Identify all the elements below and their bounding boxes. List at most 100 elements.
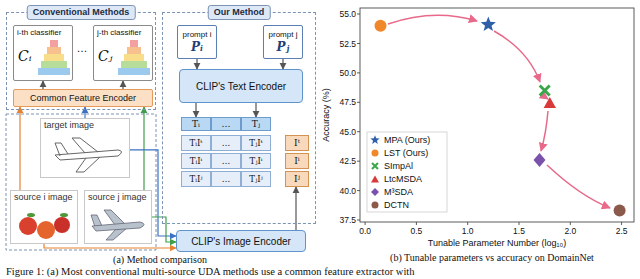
image-feature: Iⁱ bbox=[285, 153, 309, 169]
image-frame: source j image bbox=[84, 190, 152, 244]
connector bbox=[44, 244, 176, 248]
similarity-cell: … bbox=[211, 171, 241, 187]
text-feature: Tⱼ bbox=[241, 117, 271, 131]
node-label: j-th classifier bbox=[97, 28, 141, 38]
encoder-box: CLIP's Text Encoder bbox=[179, 69, 303, 103]
node-label: Iʲ bbox=[294, 174, 300, 185]
node-label: Iᵗ bbox=[294, 138, 300, 149]
node-symbol: Pⱼ bbox=[277, 40, 290, 54]
image-frame: target image bbox=[40, 118, 130, 178]
similarity-cell: TⱼIʲ bbox=[241, 171, 271, 187]
tick-label: 2.0 bbox=[558, 225, 582, 237]
node-label: prompt i bbox=[183, 30, 212, 40]
tick-label: 42.5 bbox=[332, 155, 356, 167]
node-label: TᵢIⁱ bbox=[190, 156, 202, 167]
connector bbox=[84, 107, 85, 118]
similarity-cell: … bbox=[211, 135, 241, 151]
tick-label: 50.0 bbox=[332, 67, 356, 79]
connector bbox=[196, 59, 197, 69]
node-label: Our Method bbox=[208, 5, 271, 20]
image-feature: Iʲ bbox=[285, 171, 309, 187]
image-panel bbox=[6, 114, 156, 250]
method-panel: Our Methodprompt iPᵢprompt jPⱼCLIP's Tex… bbox=[162, 12, 316, 224]
legend-frame bbox=[367, 132, 447, 212]
connector bbox=[19, 107, 20, 190]
connector bbox=[195, 103, 196, 117]
similarity-cell: … bbox=[211, 153, 241, 169]
node-symbol: Cᵢ bbox=[18, 48, 32, 64]
tick-label: 37.5 bbox=[332, 214, 356, 226]
tick-label: 0.5 bbox=[404, 225, 428, 237]
similarity-cell: TⱼIᵗ bbox=[241, 135, 271, 151]
connector bbox=[42, 81, 43, 89]
airplane-photo bbox=[91, 210, 144, 240]
tick-label: 1.5 bbox=[507, 225, 531, 237]
connector bbox=[143, 107, 144, 190]
classifier-box: i-th classifierCᵢ bbox=[13, 25, 73, 81]
legend-text: M³SDA bbox=[384, 186, 413, 198]
connector bbox=[255, 103, 256, 117]
method-panel: Conventional Methodsi-th classifierCᵢj-t… bbox=[6, 12, 156, 110]
tick-label: 47.5 bbox=[332, 96, 356, 108]
prompt-doc: prompt iPᵢ bbox=[177, 25, 217, 59]
node-label: target image bbox=[44, 120, 94, 131]
node-label: source j image bbox=[88, 192, 147, 203]
tick-label: 55.0 bbox=[332, 8, 356, 20]
tick-label: 2.5 bbox=[610, 225, 634, 237]
node-label: … bbox=[222, 156, 231, 167]
legend-text: SImpAl bbox=[384, 160, 413, 172]
axis-title: Tunable Parameter Number (log₁₀) bbox=[397, 237, 597, 249]
tick-label: 40.0 bbox=[332, 185, 356, 197]
legend-markers bbox=[370, 135, 379, 208]
text-feature: … bbox=[211, 117, 241, 131]
image-frame: source i image bbox=[10, 190, 78, 244]
legend-text: MPA (Ours) bbox=[384, 134, 430, 146]
airplane-sketch bbox=[55, 138, 122, 172]
caption: Figure 1: (a) Most conventional multi-so… bbox=[6, 266, 415, 278]
node-label: TᵢIᵗ bbox=[190, 138, 203, 149]
node-label: Conventional Methods bbox=[27, 5, 136, 20]
prompt-doc: prompt jPⱼ bbox=[263, 25, 303, 59]
node-label: TⱼIᵗ bbox=[249, 138, 262, 149]
image-feature: Iᵗ bbox=[285, 135, 309, 151]
similarity-cell: TᵢIʲ bbox=[181, 171, 211, 187]
node-symbol: Cⱼ bbox=[98, 48, 112, 64]
subcaption: (b) Tunable parameters vs accuracy on Do… bbox=[352, 252, 632, 264]
node-symbol: Pᵢ bbox=[191, 40, 203, 54]
tick-label: 45.0 bbox=[332, 126, 356, 138]
connector bbox=[152, 217, 176, 242]
node-label: source i image bbox=[14, 192, 73, 203]
tick-label: 0.0 bbox=[353, 225, 377, 237]
node-label: prompt j bbox=[269, 30, 298, 40]
node-label: TⱼIʲ bbox=[249, 174, 263, 185]
similarity-cell: TⱼIⁱ bbox=[241, 153, 271, 169]
node-label: Tᵢ bbox=[192, 119, 200, 130]
text-feature: Tᵢ bbox=[181, 117, 211, 131]
similarity-cell: TᵢIᵗ bbox=[181, 135, 211, 151]
connector bbox=[122, 81, 123, 89]
node-label: … bbox=[222, 174, 231, 185]
node-label: Iⁱ bbox=[294, 156, 299, 167]
subcaption: (a) Method comparison bbox=[95, 254, 225, 266]
node-label: TⱼIⁱ bbox=[250, 156, 263, 167]
legend-text: LtcMSDA bbox=[384, 173, 422, 185]
node-label: Tⱼ bbox=[252, 119, 260, 130]
node-label: CLIP's Text Encoder bbox=[196, 81, 286, 92]
encoder-box: CLIP's Image Encoder bbox=[176, 230, 306, 252]
apples bbox=[19, 213, 70, 239]
legend-text: DCTN bbox=[384, 199, 409, 211]
classifier-box: j-th classifierCⱼ bbox=[93, 25, 153, 81]
tick-label: 52.5 bbox=[332, 38, 356, 50]
connector bbox=[282, 59, 283, 69]
node-label: CLIP's Image Encoder bbox=[191, 236, 291, 247]
tick-label: 1.0 bbox=[456, 225, 480, 237]
node-label: … bbox=[222, 119, 231, 130]
node-label: Common Feature Encoder bbox=[30, 93, 136, 103]
classifier-pyramid bbox=[38, 40, 150, 75]
encoder-box: Common Feature Encoder bbox=[13, 89, 153, 107]
ellipsis: … bbox=[72, 42, 92, 54]
node-label: i-th classifier bbox=[17, 28, 61, 38]
